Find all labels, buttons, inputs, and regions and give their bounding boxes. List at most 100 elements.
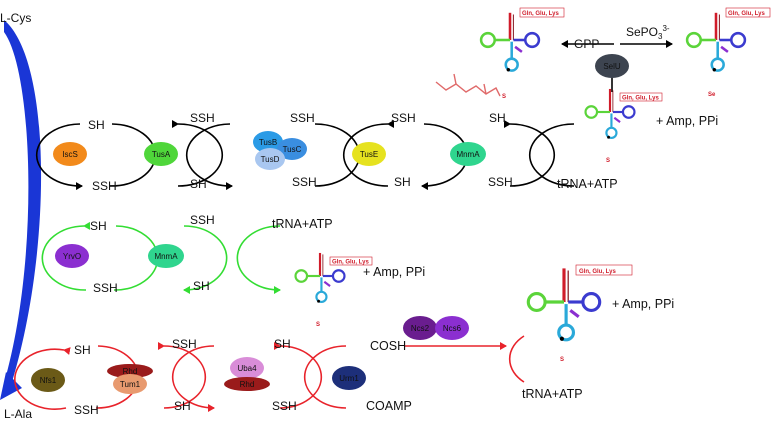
tusb-enzyme	[253, 131, 283, 153]
tuse-arc-left	[342, 119, 395, 187]
tusa-label: TusA	[152, 150, 171, 159]
row1-tusa-sh: SH	[190, 177, 207, 191]
row3-pathway	[14, 335, 525, 412]
ncs2-enzyme	[403, 316, 437, 340]
codon-text-row2: Gln, Glu, Lys	[332, 260, 369, 266]
row3-nfs1-sh: SH	[74, 343, 91, 357]
codon-box-row2	[329, 256, 373, 266]
row1-iscs-ssh: SSH	[92, 179, 117, 193]
mnma2-enzyme	[148, 244, 184, 268]
tusc-enzyme	[277, 138, 307, 160]
row3-tum-ssh: SSH	[172, 337, 197, 351]
row3-trna-atp-arc	[508, 335, 525, 383]
row2-trna-atp: tRNA+ATP	[272, 217, 333, 231]
row1-tusa-ssh: SSH	[190, 111, 215, 125]
row2-mnma-ssh: SSH	[190, 213, 215, 227]
ncs2-label: Ncs2	[411, 324, 430, 333]
tuse-label: TusE	[360, 150, 378, 159]
codon-box-row3	[575, 264, 633, 276]
uba4-enzyme	[230, 357, 264, 379]
trna-row3-product	[526, 266, 602, 343]
row2-trna-atp-arc	[236, 225, 281, 294]
nfs1-label: Nfs1	[40, 376, 57, 385]
codon-text-row1: Gln, Glu, Lys	[622, 96, 659, 102]
row3-uba-ssh: SSH	[272, 399, 297, 413]
urm1-arc	[303, 345, 347, 409]
row3-uba-sh: SH	[274, 337, 291, 351]
uba4-arc-left	[171, 345, 215, 412]
tusa-arc-right	[171, 119, 224, 187]
row3-coamp: COAMP	[366, 399, 412, 413]
blue-arrowhead	[0, 372, 22, 400]
se-label: Se	[708, 92, 716, 98]
row1-tuse-ssh: SSH	[391, 111, 416, 125]
yrvo-label: YrvO	[63, 252, 81, 261]
row2-mnma-sh: SH	[193, 279, 210, 293]
row1-trna-s: S	[606, 158, 610, 164]
row2-trna-s: S	[316, 322, 320, 328]
row1-mnma-sh: SH	[489, 111, 506, 125]
row3-cosh: COSH	[370, 339, 406, 353]
nfs1-arc	[14, 347, 71, 410]
tusd-label: TusD	[261, 155, 280, 164]
geranyl-s: S	[502, 94, 506, 100]
rhd-enzyme	[107, 364, 153, 378]
row3-nfs1-ssh: SSH	[74, 403, 99, 417]
uba4-arc-right	[273, 341, 323, 409]
blue-flow-arrow	[4, 20, 42, 382]
row1-tusbcd-ssh-top: SSH	[290, 111, 315, 125]
sepo-label: SePO33-	[626, 24, 670, 41]
ncs6-enzyme	[435, 316, 469, 340]
row1-pathway	[35, 40, 673, 191]
rhd-arc-right	[157, 341, 207, 409]
rhd2-enzyme	[224, 377, 270, 391]
yrvo-arc	[41, 221, 91, 291]
tusb-label: TusB	[259, 138, 277, 147]
row3-trna-s: S	[560, 357, 564, 363]
row3-tum-sh: SH	[174, 399, 191, 413]
row3-amp-ppi: + Amp, PPi	[612, 297, 674, 311]
iscs-arc	[35, 123, 83, 191]
row1-amp-ppi: + Amp, PPi	[656, 114, 718, 128]
codon-text-geranyl: Gln, Glu, Lys	[522, 11, 559, 17]
row2-amp-ppi: + Amp, PPi	[363, 265, 425, 279]
mnma-enzyme	[450, 142, 486, 166]
mnma2-label: MnmA	[154, 252, 178, 261]
trna-selenium	[685, 11, 747, 73]
row1-trna-atp: tRNA+ATP	[557, 177, 618, 191]
codon-box-geranyl	[519, 7, 565, 18]
urm1-label: Urm1	[339, 374, 359, 383]
iscs-label: IscS	[62, 150, 78, 159]
uba4-label: Uba4	[237, 364, 257, 373]
row1-iscs-sh: SH	[88, 118, 105, 132]
codon-box-se	[725, 7, 771, 18]
tusbcd-arc-left	[185, 123, 233, 191]
row1-tuse-sh: SH	[394, 175, 411, 189]
codon-text-se: Gln, Glu, Lys	[728, 11, 765, 17]
row3-trna-atp: tRNA+ATP	[522, 387, 583, 401]
tum1-enzyme	[113, 374, 147, 394]
mnma-label: MnmA	[456, 150, 480, 159]
row1-mnma-ssh: SSH	[488, 175, 513, 189]
gpp-label: GPP	[574, 37, 599, 51]
l-ala-label: L-Ala	[4, 407, 32, 421]
l-cys-label: L-Cys	[0, 11, 31, 25]
tusa-enzyme	[144, 142, 178, 166]
trna-geranyl	[479, 11, 541, 73]
tusc-label: TusC	[283, 145, 302, 154]
urm1-enzyme	[332, 366, 366, 390]
trna-atp-arc	[528, 123, 575, 187]
selu-label: SelU	[603, 62, 621, 71]
nfs1-enzyme	[31, 368, 65, 392]
iscs-enzyme	[53, 142, 87, 166]
tum1-label: Tum1	[120, 380, 141, 389]
codon-box-row1	[619, 92, 663, 102]
tuse-enzyme	[352, 142, 386, 166]
ncs6-label: Ncs6	[443, 324, 462, 333]
codon-text-row3: Gln, Glu, Lys	[579, 269, 616, 275]
mnma-arc-right	[503, 119, 556, 187]
row1-tusbcd-ssh-bottom: SSH	[292, 175, 317, 189]
mnma2-arc-right	[183, 225, 228, 294]
